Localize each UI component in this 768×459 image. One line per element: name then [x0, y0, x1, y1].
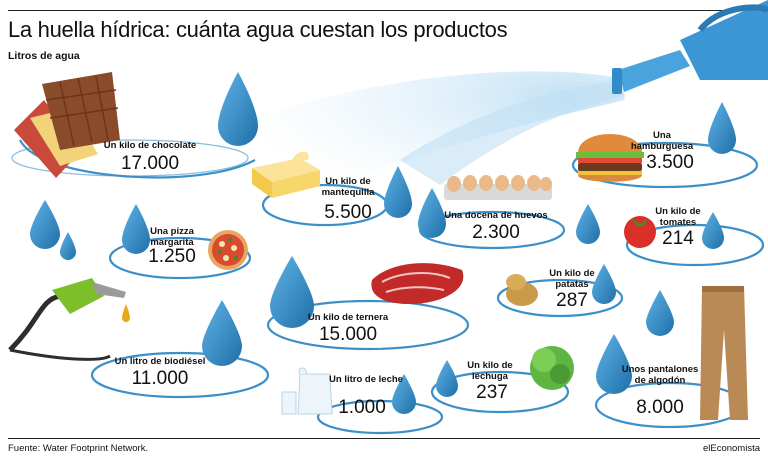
chart-subtitle: Litros de agua [8, 50, 80, 62]
meat-icon [371, 263, 464, 304]
ring-burger [571, 141, 759, 189]
item-value: 5.500 [324, 202, 372, 223]
item-label: Un litro de leche [329, 374, 403, 385]
milk-icon [281, 367, 333, 415]
item-label: Una docena de huevos [444, 210, 548, 221]
butter-icon [252, 151, 320, 198]
item-label: Un kilo de ternera [307, 312, 389, 323]
water-drop-icon [596, 334, 632, 394]
top-rule [8, 10, 760, 11]
item-label: Una pizza margarita [150, 226, 194, 248]
water-drop-icon [576, 204, 600, 244]
item-value: 11.000 [131, 368, 189, 389]
water-drop-icon [436, 360, 458, 397]
water-drop-icon [30, 200, 60, 249]
trousers-icon [700, 286, 748, 420]
water-drop-icon [702, 212, 724, 249]
water-drop-icon [418, 188, 446, 238]
water-drop-icon [270, 256, 314, 328]
chart-title: La huella hídrica: cuánta agua cuestan l… [8, 17, 508, 42]
item-label: Un litro de biodiésel [114, 356, 206, 367]
item-value: 17.000 [120, 153, 180, 174]
burger-icon [576, 134, 644, 182]
item-label: Unos pantalones de algodón [621, 364, 699, 386]
ring-potato [496, 278, 624, 318]
source-note: Fuente: Water Footprint Network. [8, 443, 149, 454]
water-drop-icon [60, 232, 76, 260]
ring-chocolate-inner [11, 139, 249, 177]
ring-milk [316, 399, 444, 435]
pizza-icon [208, 230, 248, 270]
item-label: Un kilo de tomates [655, 206, 701, 228]
water-drop-icon [384, 166, 412, 218]
item-value: 1.250 [148, 246, 196, 267]
item-value: 8.000 [636, 397, 684, 418]
ring-tomato [625, 223, 765, 267]
item-label: Un kilo de lechuga [467, 360, 513, 382]
item-label: Un kilo de chocolate [103, 140, 197, 151]
water-drop-icon [202, 300, 242, 366]
item-value: 214 [662, 228, 694, 249]
item-value: 1.000 [338, 397, 386, 418]
eggs-icon [444, 175, 552, 200]
water-drop-icon [122, 204, 150, 254]
water-drop-icon [392, 374, 416, 414]
chocolate-icon [14, 72, 120, 178]
bottom-rule [8, 438, 760, 439]
watering-can-icon [612, 0, 768, 94]
item-label: Un kilo de mantequilla [321, 176, 375, 198]
item-label: Un kilo de patatas [549, 268, 595, 290]
ring-biodiesel [90, 351, 270, 399]
water-drop-icon [708, 102, 736, 154]
ring-meat [266, 299, 470, 351]
lettuce-icon [530, 346, 574, 390]
water-spray [250, 71, 625, 200]
item-value: 287 [556, 290, 588, 311]
brand-name: elEconomista [702, 443, 760, 454]
water-drop-icon [218, 72, 258, 146]
item-label: Una hamburguesa [630, 130, 694, 152]
potato-icon [506, 274, 538, 306]
item-value: 15.000 [318, 324, 378, 345]
fuel-nozzle-icon [8, 278, 130, 361]
ring-lettuce [430, 370, 570, 414]
water-drop-icon [592, 264, 616, 304]
water-drop-icon [646, 290, 674, 336]
item-value: 2.300 [472, 222, 520, 243]
ring-pizza [108, 236, 252, 280]
tomato-icon [624, 216, 656, 248]
item-value: 3.500 [646, 152, 694, 173]
illustration [8, 0, 768, 435]
item-value: 237 [476, 382, 508, 403]
